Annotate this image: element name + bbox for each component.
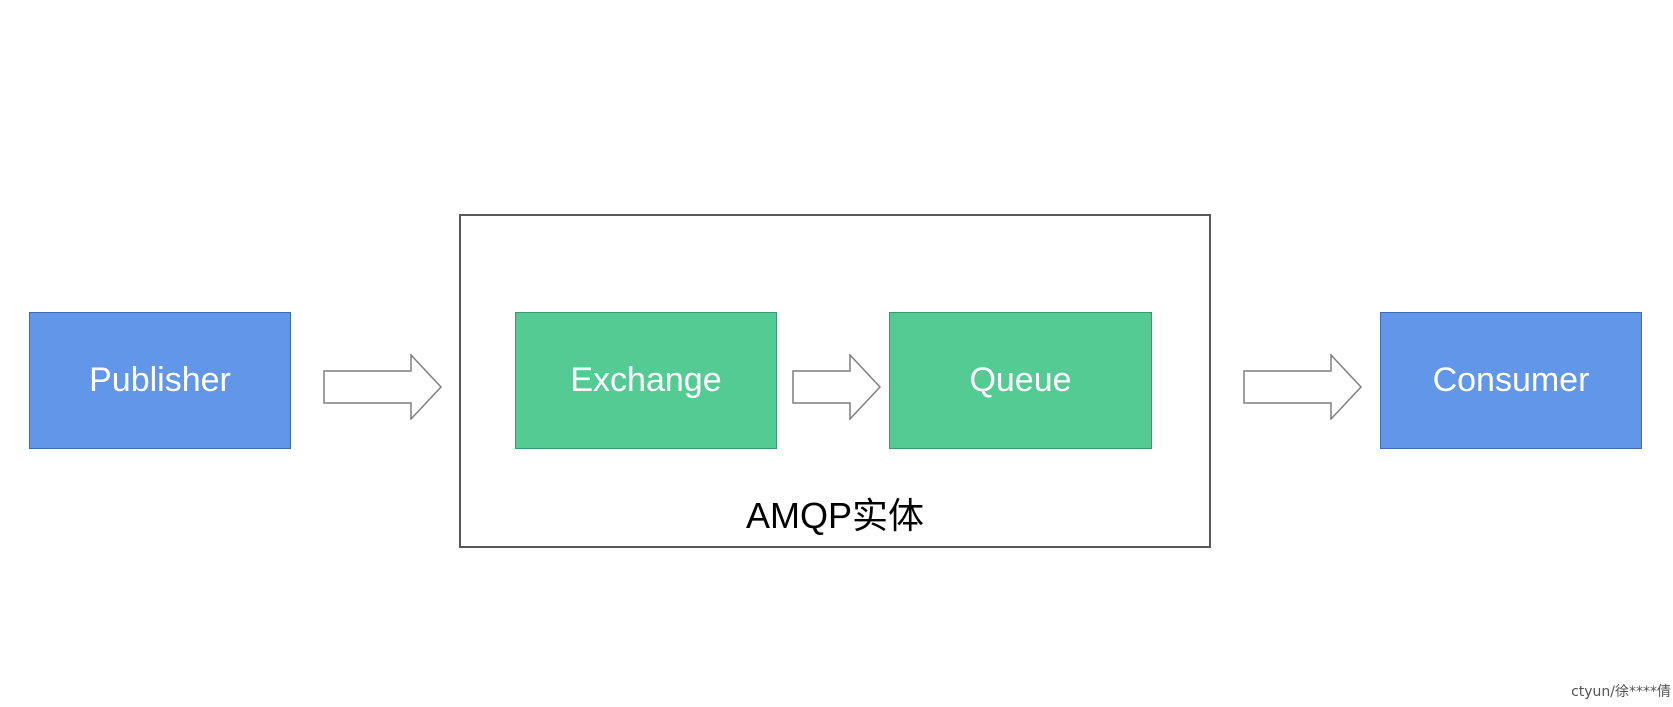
queue-node: Queue bbox=[889, 312, 1152, 449]
publisher-node: Publisher bbox=[29, 312, 291, 449]
arrow-entity-to-consumer bbox=[1243, 354, 1363, 420]
arrow-exchange-to-queue bbox=[792, 354, 882, 420]
arrow-publisher-to-entity bbox=[323, 354, 443, 420]
consumer-node: Consumer bbox=[1380, 312, 1642, 449]
amqp-entity-container bbox=[459, 214, 1211, 548]
watermark-text: ctyun/徐****倩 bbox=[1571, 684, 1671, 700]
exchange-node: Exchange bbox=[515, 312, 777, 449]
amqp-entity-label: AMQP实体 bbox=[745, 495, 924, 536]
